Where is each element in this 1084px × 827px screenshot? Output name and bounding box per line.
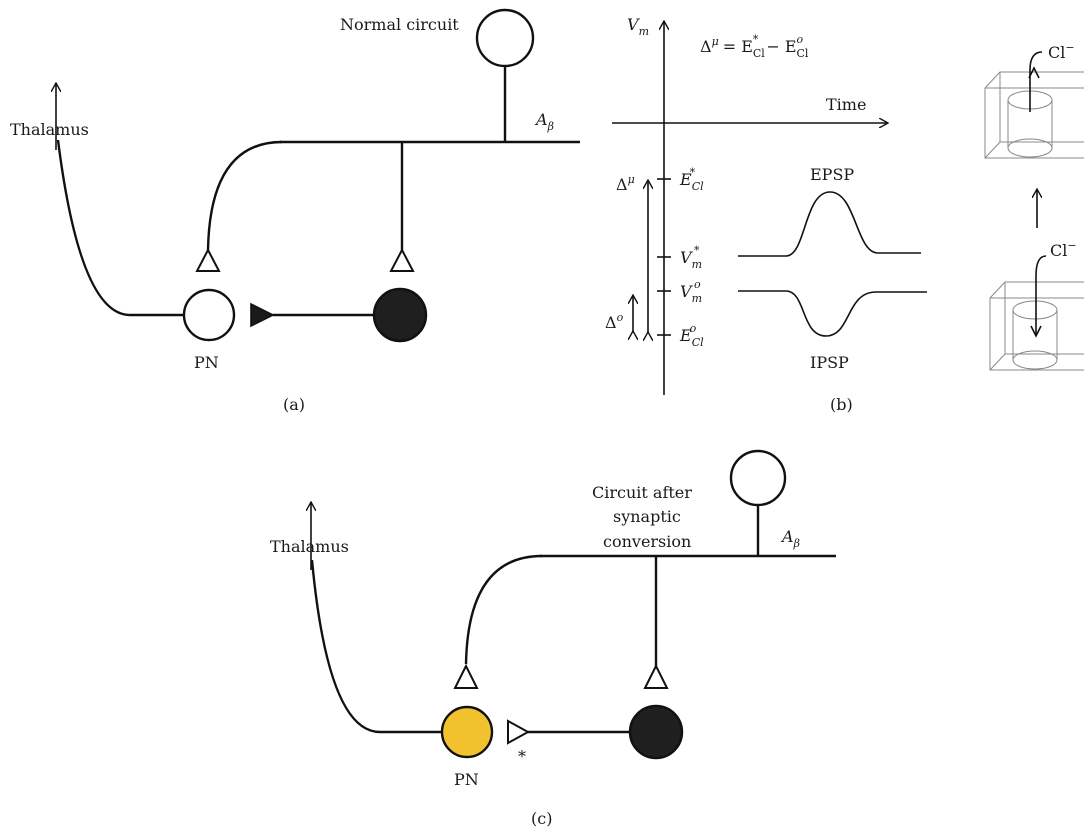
thalamus-label-c: Thalamus xyxy=(270,537,349,556)
synapse-terminal-in-a xyxy=(389,247,415,272)
vm-o-label: Vmo xyxy=(680,278,702,305)
collateral-to-pn-c xyxy=(464,554,543,665)
delta-mu-label: Δμ xyxy=(616,173,635,194)
epsp-trace xyxy=(738,191,921,257)
chloride-channel-efflux xyxy=(984,51,1084,159)
cl-influx-arrow xyxy=(1035,255,1047,334)
caption-a: (a) xyxy=(283,395,305,414)
panel-a: Normal circuit Aβ Thalamus PN (a) xyxy=(10,8,580,414)
delta-mu-equation: Δμ= ECl*− EClo xyxy=(700,33,809,60)
inhibitory-synapse-a xyxy=(250,302,275,328)
panel-c-title-line1: Circuit after xyxy=(592,483,692,502)
delta-o-label: Δo xyxy=(605,311,624,332)
panel-c: Circuit after synaptic conversion Aβ * T… xyxy=(270,449,836,827)
synapse-terminal-pn-a xyxy=(195,247,221,272)
panel-b: Vm Time Δμ= ECl*− EClo ECl* Vm* Vmo EClo… xyxy=(605,15,1084,414)
cl-bottom-label: Cl− xyxy=(1050,239,1077,260)
thalamus-label-a: Thalamus xyxy=(10,120,89,139)
time-axis-label: Time xyxy=(826,95,866,114)
pn-axon-c xyxy=(310,559,442,734)
converted-synapse-c xyxy=(507,719,531,745)
ecl-star-label: ECl* xyxy=(679,166,704,193)
abeta-neuron-c xyxy=(729,449,787,507)
cl-efflux-arrow xyxy=(1029,51,1043,112)
pn-label-c: PN xyxy=(454,770,479,789)
interneuron-a xyxy=(372,287,428,343)
panel-c-title-line2: synaptic xyxy=(613,507,681,526)
interneuron-c xyxy=(628,704,684,760)
pn-neuron-c-converted xyxy=(440,705,494,759)
vm-axis-label: Vm xyxy=(627,15,649,38)
vm-star-label: Vm* xyxy=(680,244,702,271)
abeta-label-c: Aβ xyxy=(780,527,800,550)
abeta-neuron-a xyxy=(475,8,535,68)
cl-top-label: Cl− xyxy=(1048,41,1075,62)
pn-label-a: PN xyxy=(194,353,219,372)
synapse-terminal-in-c xyxy=(643,663,669,689)
ecl-o-label: EClo xyxy=(679,322,704,349)
pn-axon-a xyxy=(56,139,184,317)
chloride-channel-influx xyxy=(989,255,1084,371)
ipsp-label: IPSP xyxy=(810,353,849,372)
ipsp-trace xyxy=(738,290,927,337)
epsp-label: EPSP xyxy=(810,165,854,184)
panel-a-title: Normal circuit xyxy=(340,15,459,34)
pn-neuron-a xyxy=(182,288,236,342)
abeta-label-a: Aβ xyxy=(534,110,554,133)
caption-c: (c) xyxy=(531,809,552,827)
converted-star: * xyxy=(518,747,526,766)
synapse-terminal-pn-c xyxy=(453,663,479,689)
panel-c-title-line3: conversion xyxy=(603,532,691,551)
caption-b: (b) xyxy=(830,395,853,414)
collateral-to-pn-a xyxy=(206,140,283,251)
